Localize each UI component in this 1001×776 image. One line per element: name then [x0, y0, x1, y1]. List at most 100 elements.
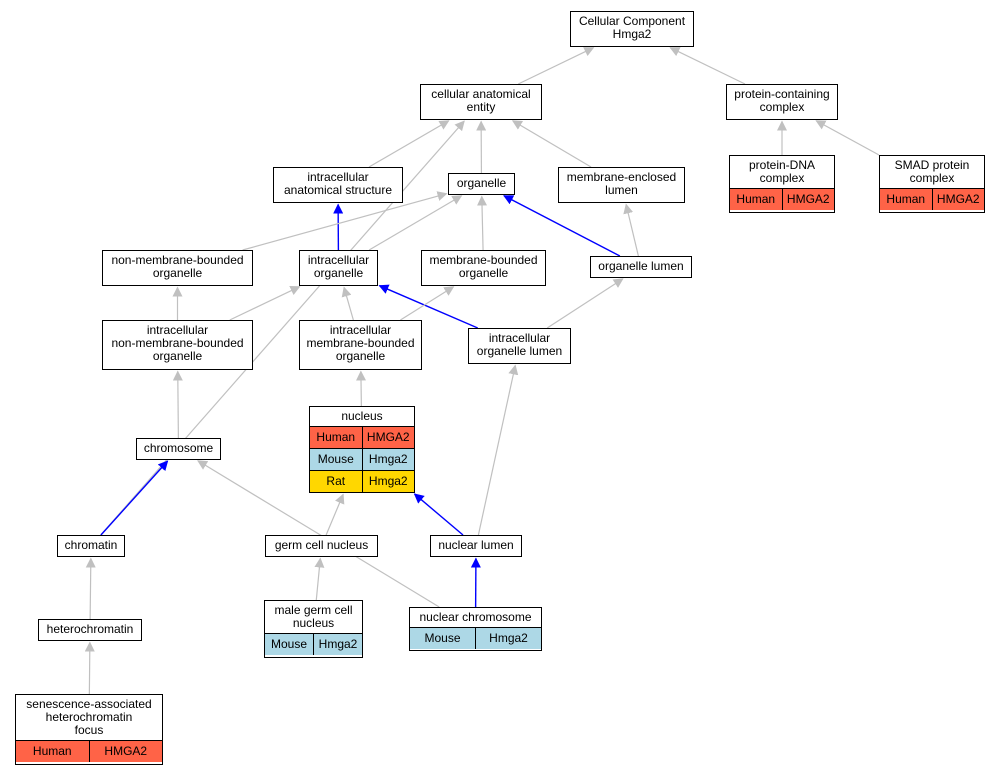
annotation-gene: Hmga2: [361, 471, 415, 492]
node-label-line: organelle: [335, 349, 386, 363]
node-label-line: nucleus: [341, 409, 383, 423]
edge-membrane-enclosed-lumen-to-cellular-anatomical-entity: [511, 120, 592, 168]
node-label-line: organelle: [313, 266, 364, 280]
node-label-line: membrane-enclosed: [566, 170, 677, 184]
node-nuclear-lumen[interactable]: nuclear lumen: [430, 535, 522, 557]
node-label-line: heterochromatin: [46, 622, 134, 636]
node-label-line: germ cell nucleus: [274, 538, 369, 552]
edge-intracellular-organelle-lumen-to-organelle-lumen: [546, 278, 624, 329]
annotation-gene: HMGA2: [931, 189, 985, 210]
edge-chromatin-to-chromosome: [100, 460, 169, 536]
node-label-line: organelle lumen: [598, 259, 684, 273]
node-label-line: intracellular: [307, 253, 370, 267]
node-label-line: nuclear lumen: [438, 538, 514, 552]
node-label: chromosome: [137, 439, 220, 458]
node-label-line: organelle: [152, 266, 203, 280]
node-label-line: anatomical structure: [283, 183, 393, 197]
node-heterochromatin[interactable]: heterochromatin: [38, 619, 142, 641]
node-label-line: membrane-bounded: [306, 336, 415, 350]
node-label: organelle: [449, 174, 514, 193]
node-label-line: organelle: [456, 176, 507, 190]
edge-senescence-associated-heterochromatin-focus-to-heterochromatin: [84, 641, 95, 695]
edge-intracellular-organelle-lumen-to-intracellular-organelle: [378, 284, 479, 329]
node-label-line: entity: [466, 100, 496, 114]
node-chromatin[interactable]: chromatin: [57, 535, 125, 557]
annotation-species: Human: [736, 192, 776, 206]
node-label-line: chromosome: [143, 441, 214, 455]
edge-organelle-lumen-to-organelle: [503, 195, 621, 257]
edge-intracellular-membrane-bounded-organelle-to-intracellular-organelle: [341, 286, 354, 321]
node-label-line: heterochromatin: [45, 710, 133, 724]
edge-organelle-lumen-to-membrane-enclosed-lumen: [623, 203, 639, 257]
edge-intracellular-organelle-to-organelle: [368, 195, 463, 251]
node-label-line: complex: [909, 171, 955, 185]
node-chromosome[interactable]: chromosome: [136, 438, 221, 460]
edge-cellular-anatomical-entity-to-root: [517, 47, 595, 85]
node-label-line: non-membrane-bounded: [111, 336, 244, 350]
node-label-line: intracellular: [146, 323, 209, 337]
node-label: heterochromatin: [39, 620, 141, 639]
annotation-species: Human: [316, 430, 356, 444]
edge-intracellular-non-membrane-bounded-organelle-to-intracellular-organelle: [229, 286, 301, 321]
node-organelle[interactable]: organelle: [448, 173, 515, 195]
node-germ-cell-nucleus[interactable]: germ cell nucleus: [265, 535, 378, 557]
edge-chromosome-to-intracellular-non-membrane-bounded-organelle: [172, 370, 183, 439]
node-label-line: complex: [759, 171, 805, 185]
node-label: chromatin: [58, 536, 124, 555]
edge-nuclear-lumen-to-intracellular-organelle-lumen: [477, 364, 519, 536]
node-label: nucleus: [310, 407, 414, 426]
node-organelle-lumen[interactable]: organelle lumen: [590, 256, 692, 278]
annotation-species: Human: [886, 192, 926, 206]
edge-intracellular-membrane-bounded-organelle-to-membrane-bounded-organelle: [400, 286, 455, 321]
node-label-line: non-membrane-bounded: [111, 253, 244, 267]
annotation-gene: HMGA2: [361, 427, 415, 448]
node-label-line: senescence-associated: [26, 697, 152, 711]
node-label-line: protein-DNA: [748, 158, 816, 172]
node-label-line: organelle lumen: [476, 344, 563, 358]
annotation-gene: Hmga2: [361, 449, 415, 470]
node-label-line: membrane-bounded: [429, 253, 538, 267]
annotation-species: Rat: [326, 474, 346, 488]
node-label: nuclear lumen: [431, 536, 521, 555]
annotation-gene: HMGA2: [781, 189, 835, 210]
node-label-line: intracellular: [329, 323, 392, 337]
node-label-line: intracellular: [488, 331, 551, 345]
annotation-species: Mouse: [270, 637, 308, 651]
edge-non-membrane-bounded-organelle-to-organelle: [242, 191, 448, 251]
edge-male-germ-cell-nucleus-to-germ-cell-nucleus: [314, 557, 325, 601]
